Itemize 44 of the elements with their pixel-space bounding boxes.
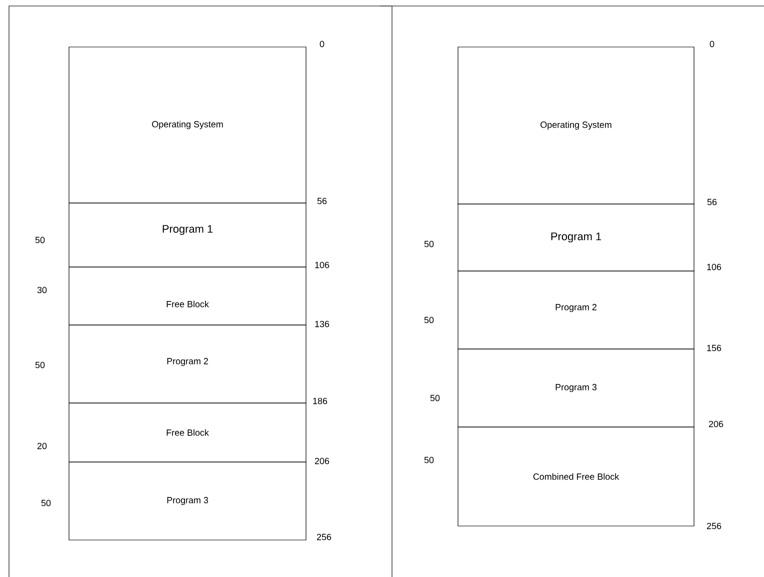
memory-block — [68, 402, 306, 462]
address-label: 256 — [316, 534, 332, 540]
block-label: Program 1 — [551, 232, 602, 242]
memory-block — [458, 204, 694, 272]
memory-block — [68, 46, 306, 204]
address-label: 56 — [707, 198, 717, 206]
size-label: 50 — [424, 240, 434, 248]
size-label: 50 — [424, 456, 434, 464]
memory-block — [458, 348, 694, 428]
block-label: Operating System — [152, 120, 223, 130]
memory-block — [458, 426, 694, 526]
block-label: Combined Free Block — [533, 473, 620, 480]
size-label: 50 — [424, 316, 434, 324]
memory-block — [68, 324, 306, 404]
memory-block — [68, 266, 306, 326]
block-label: Program 3 — [167, 496, 208, 506]
size-label: 50 — [35, 362, 45, 368]
memory-block — [68, 202, 306, 268]
block-label: Free Block — [166, 300, 209, 308]
address-label: 136 — [315, 320, 330, 328]
address-label: 206 — [708, 420, 724, 428]
address-label: 186 — [313, 398, 328, 404]
address-label: 106 — [315, 262, 330, 268]
memory-block — [68, 462, 306, 540]
address-label: 206 — [314, 458, 330, 464]
size-label: 50 — [35, 236, 45, 244]
size-label: 30 — [37, 286, 47, 294]
memory-block — [458, 270, 694, 350]
memory-block — [458, 46, 694, 204]
size-label: 50 — [41, 500, 51, 506]
address-label: 256 — [706, 522, 722, 530]
block-label: Program 1 — [162, 225, 213, 235]
block-label: Program 3 — [556, 384, 597, 392]
block-label: Program 2 — [167, 358, 208, 366]
address-label: 56 — [317, 198, 327, 204]
size-label: 50 — [430, 394, 440, 402]
block-label: Free Block — [166, 429, 209, 436]
block-label: Operating System — [540, 121, 612, 130]
address-label: 0 — [710, 40, 714, 48]
address-label: 0 — [320, 40, 324, 48]
size-label: 20 — [37, 442, 47, 450]
block-label: Program 2 — [556, 304, 596, 312]
address-label: 106 — [707, 264, 722, 270]
address-label: 156 — [707, 344, 722, 352]
